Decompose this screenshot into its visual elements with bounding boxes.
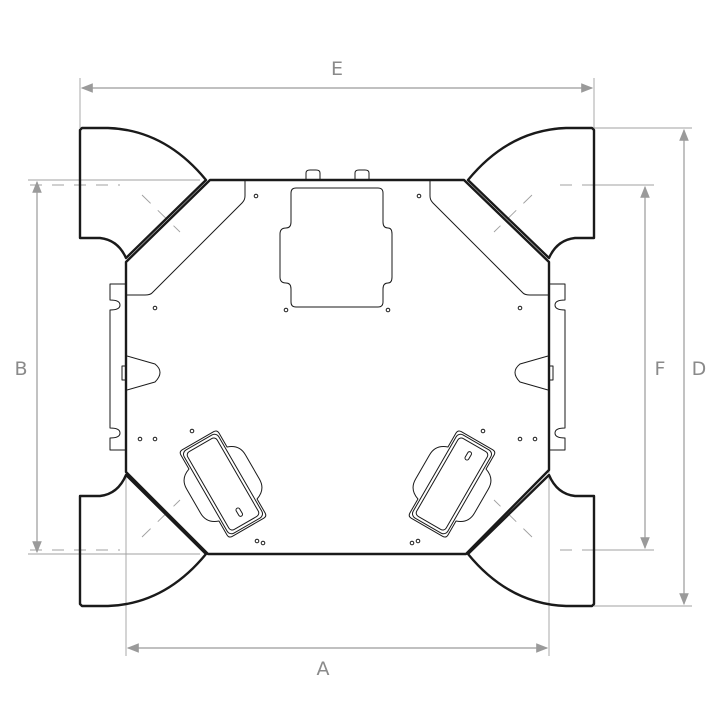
dimension-lines (32, 83, 689, 653)
corner-top-right (466, 126, 596, 260)
inner-plate-right (429, 181, 548, 296)
corner-top-left (78, 126, 208, 260)
side-rails (109, 283, 566, 451)
foot-pad-left (179, 430, 267, 538)
dimension-f-label: F (655, 358, 666, 380)
dimension-e-label: E (331, 58, 343, 80)
dimension-a-label: A (317, 658, 330, 680)
foot-pad-right (408, 430, 496, 538)
main-body-outline (124, 178, 551, 556)
corner-bottom-left (78, 473, 208, 608)
inner-plate-left (127, 181, 246, 296)
top-bump-left (305, 169, 321, 180)
dimension-d-label: D (692, 358, 707, 380)
mounting-holes (137, 193, 538, 546)
top-cutout (279, 187, 393, 308)
corner-brackets (78, 126, 596, 608)
dimension-b-label: B (14, 358, 27, 380)
corner-bottom-right (466, 473, 596, 608)
top-bump-right (354, 169, 370, 180)
extension-lines (28, 78, 692, 656)
